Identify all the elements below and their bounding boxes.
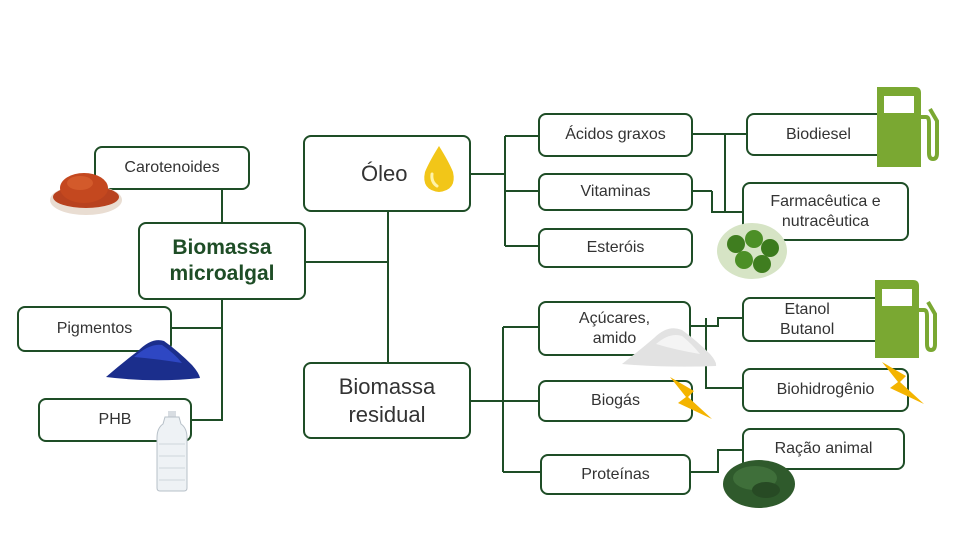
node-proteinas: Proteínas <box>540 454 691 495</box>
node-biomassa-residual: Biomassa residual <box>303 362 471 439</box>
node-esterois: Esteróis <box>538 228 693 268</box>
node-biomassa-microalgal: Biomassa microalgal <box>138 222 306 300</box>
node-carotenoides: Carotenoides <box>94 146 250 190</box>
node-biohidrogenio: Biohidrogênio <box>742 368 909 412</box>
fuel-pump-icon <box>877 87 939 167</box>
node-racao-animal: Ração animal <box>742 428 905 470</box>
lightning-icon <box>882 362 924 404</box>
green-powder-pile-icon <box>723 460 795 508</box>
lightning-icon <box>670 377 712 419</box>
plastic-bottle-icon <box>156 411 188 492</box>
blue-pigment-pile-icon <box>106 340 200 381</box>
white-powder-pile-icon <box>622 328 717 367</box>
node-vitaminas: Vitaminas <box>538 173 693 211</box>
node-acidos-graxos: Ácidos graxos <box>538 113 693 157</box>
node-biogas: Biogás <box>538 380 693 422</box>
node-biodiesel: Biodiesel <box>746 113 901 156</box>
paprika-bowl-icon <box>50 173 122 215</box>
fuel-pump-icon <box>875 280 937 358</box>
tablets-icon <box>717 223 787 279</box>
oil-drop-icon <box>424 146 454 192</box>
node-oleo: Óleo <box>303 135 471 212</box>
